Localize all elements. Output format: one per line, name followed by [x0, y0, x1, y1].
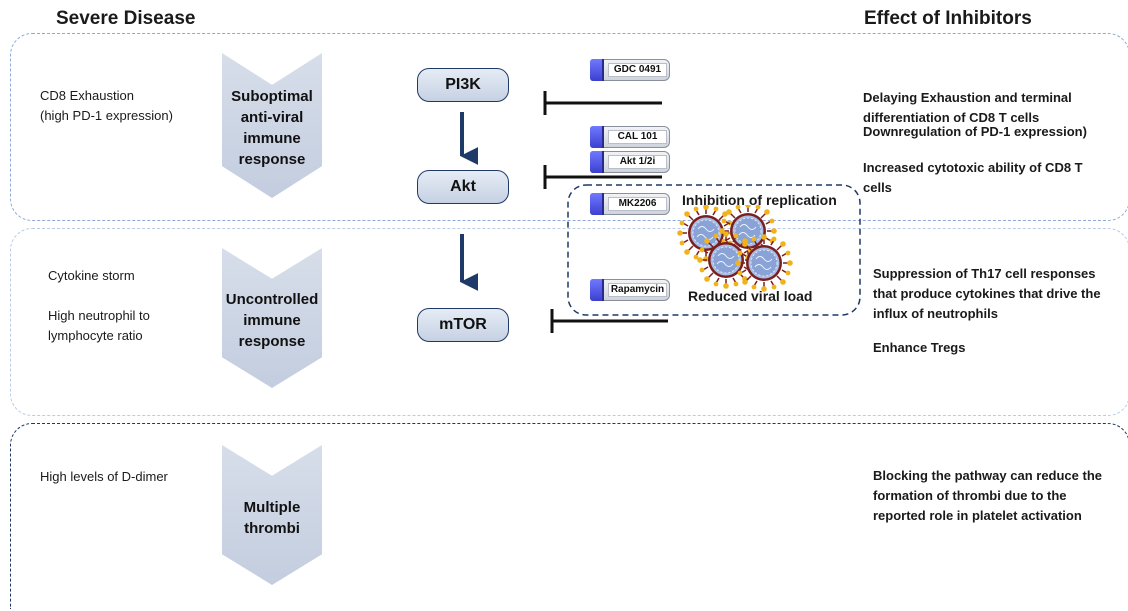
- virus-cluster-icon: [676, 205, 794, 293]
- cd8-exhaustion-text: CD8 Exhaustion (high PD-1 expression): [40, 88, 173, 123]
- vial-label: Akt 1/2i: [608, 155, 667, 169]
- vial-gdc-0491: GDC 0491: [590, 59, 670, 81]
- panel-thrombi: [10, 423, 1128, 609]
- suboptimal-response-chevron: Suboptimal anti-viral immune response: [222, 53, 322, 198]
- vial-mk2206: MK2206: [590, 193, 670, 215]
- vial-akt-1-2i: Akt 1/2i: [590, 151, 670, 173]
- panel-immune-exhaustion: [10, 33, 1128, 221]
- severe-disease-header: Severe Disease: [56, 8, 196, 29]
- vial-label: CAL 101: [608, 130, 667, 144]
- effect-thrombi-reduction: Blocking the pathway can reduce the form…: [873, 468, 1102, 523]
- vial-cap-icon: [590, 151, 604, 173]
- vial-cap-icon: [590, 279, 604, 301]
- effect-of-inhibitors-header: Effect of Inhibitors: [864, 8, 1032, 29]
- vial-label: Rapamycin: [608, 283, 667, 297]
- vial-rapamycin: Rapamycin: [590, 279, 670, 301]
- effect-th17-suppression: Suppression of Th17 cell responses that …: [873, 266, 1101, 321]
- cytokine-storm-text: Cytokine storm: [48, 268, 135, 283]
- vial-cap-icon: [590, 193, 604, 215]
- vial-cap-icon: [590, 126, 604, 148]
- pi3k-node: PI3K: [417, 68, 509, 102]
- effect-pd1-downregulation: Downregulation of PD-1 expression): [863, 124, 1087, 139]
- akt-node: Akt: [417, 170, 509, 204]
- reduced-viral-load-label: Reduced viral load: [688, 288, 813, 304]
- neutrophil-ratio-text: High neutrophil to lymphocyte ratio: [48, 308, 150, 343]
- mtor-node: mTOR: [417, 308, 509, 342]
- effect-enhance-tregs: Enhance Tregs: [873, 340, 966, 355]
- vial-cap-icon: [590, 59, 604, 81]
- inhibition-of-replication-label: Inhibition of replication: [682, 192, 837, 208]
- d-dimer-text: High levels of D-dimer: [40, 469, 168, 484]
- viral-inhibition-box: [567, 184, 861, 316]
- panel-cytokine-storm: [10, 228, 1128, 416]
- vial-label: GDC 0491: [608, 63, 667, 77]
- vial-label: MK2206: [608, 197, 667, 211]
- vial-cal-101: CAL 101: [590, 126, 670, 148]
- effect-cytotoxic-ability: Increased cytotoxic ability of CD8 T cel…: [863, 160, 1083, 195]
- effect-delaying-exhaustion: Delaying Exhaustion and terminal differe…: [863, 90, 1072, 125]
